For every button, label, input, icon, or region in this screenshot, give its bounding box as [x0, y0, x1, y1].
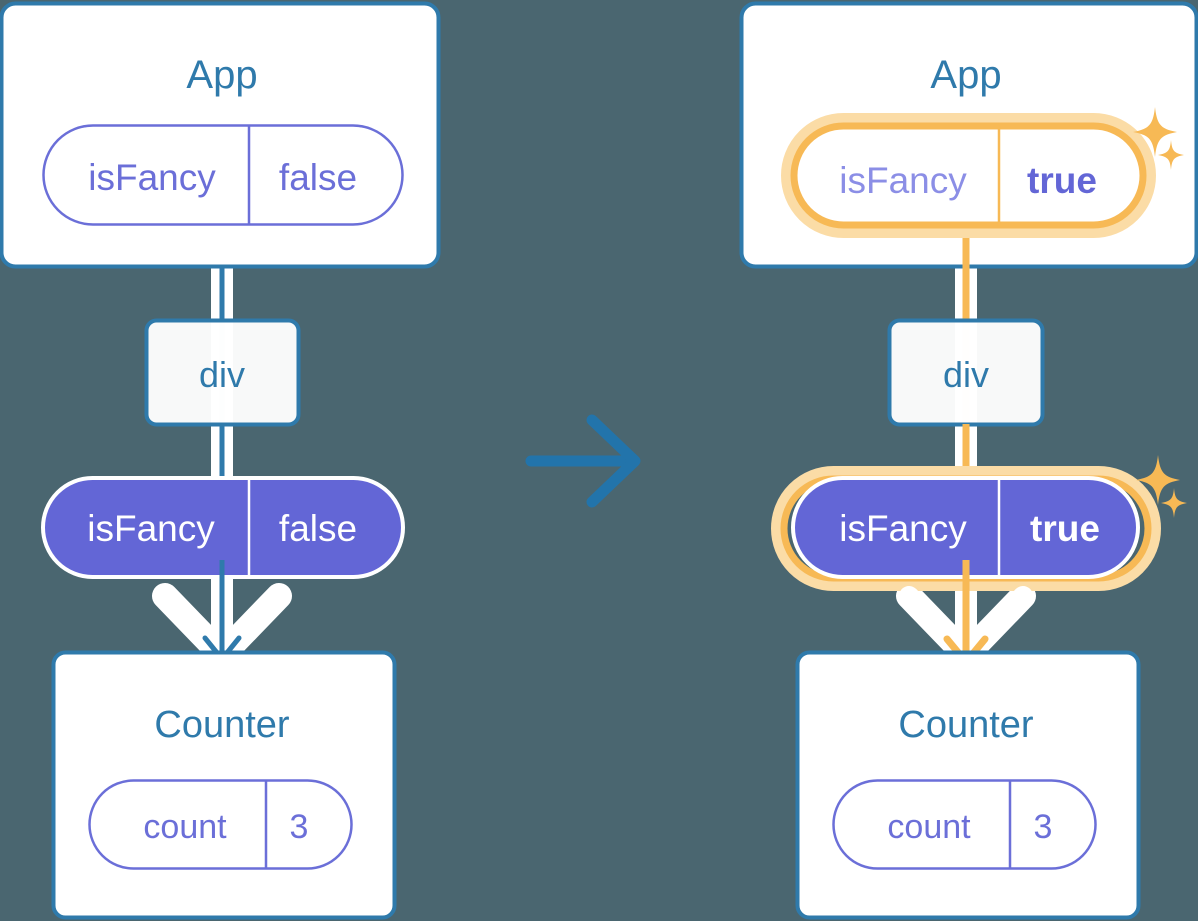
- right-counter-title: Counter: [898, 704, 1034, 746]
- left-props-pill-value: false: [279, 508, 357, 549]
- left-app-pill: [42, 124, 404, 226]
- left-counter-pill-key: count: [143, 808, 227, 846]
- right-counter-pill: [832, 779, 1097, 870]
- right-diagram: [739, 1, 1198, 920]
- left-counter-pill: [88, 779, 353, 870]
- right-app-pill: [781, 113, 1156, 238]
- right-div-label: div: [943, 354, 989, 395]
- right-props-pill-key: isFancy: [839, 508, 967, 549]
- left-div-label: div: [199, 354, 245, 395]
- left-app-title: App: [186, 53, 257, 97]
- right-props-pill-value: true: [1030, 508, 1100, 549]
- left-app-pill-value: false: [279, 157, 357, 198]
- left-diagram: [0, 1, 441, 920]
- left-counter-title: Counter: [154, 704, 290, 746]
- left-props-pill-key: isFancy: [87, 508, 215, 549]
- sparkle-icon: [1136, 455, 1187, 518]
- left-counter-pill-value: 3: [290, 808, 309, 846]
- right-app-pill-value: true: [1027, 160, 1097, 201]
- right-app-title: App: [930, 53, 1001, 97]
- right-counter-pill-key: count: [887, 808, 971, 846]
- left-app-pill-key: isFancy: [88, 157, 216, 198]
- right-counter-pill-value: 3: [1034, 808, 1053, 846]
- sparkle-icon: [1133, 107, 1184, 170]
- transition-arrow-icon: [525, 414, 641, 508]
- right-app-pill-key: isFancy: [839, 160, 967, 201]
- text-layer: App isFancy false div isFancy false Coun…: [87, 53, 1100, 846]
